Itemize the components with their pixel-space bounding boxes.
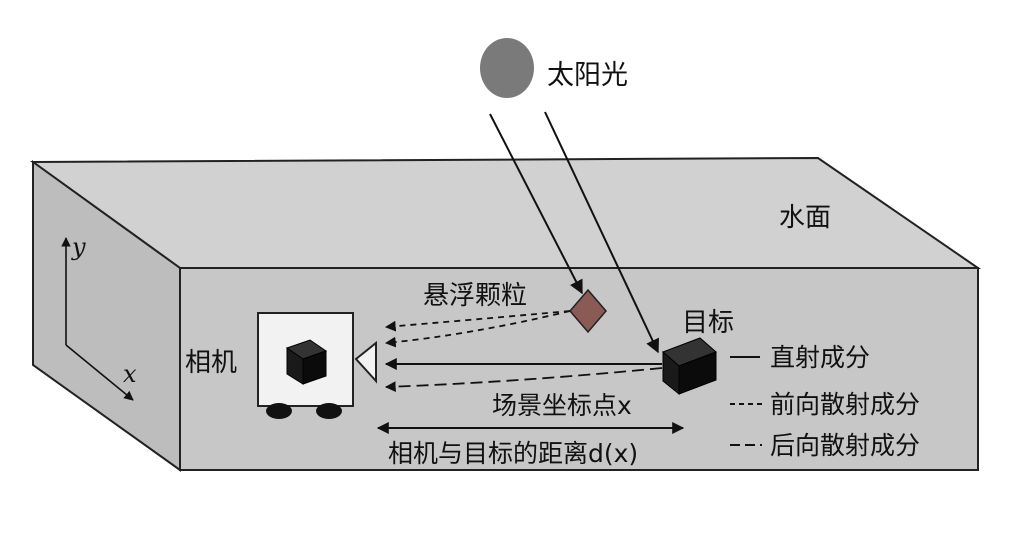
water-surface-top	[29, 156, 982, 269]
sun-icon	[480, 38, 534, 98]
suspended-particle-icon	[569, 288, 607, 334]
camera-icon	[257, 312, 377, 419]
forward-scatter-path-lower	[384, 310, 571, 348]
sunlight-label: 太阳光	[547, 60, 628, 91]
camera-wheel-right	[316, 403, 342, 419]
legend-label-forward: 前向散射成分	[770, 390, 920, 419]
sunlight-ray-to-target	[544, 111, 659, 354]
target-cube-icon	[662, 337, 717, 396]
x-axis-label: x	[123, 360, 137, 388]
backscatter-path	[384, 367, 663, 393]
water-surface-label: 水面	[779, 203, 831, 233]
legend-label-backward: 后向散射成分	[770, 431, 920, 460]
camera-wheel-left	[266, 403, 292, 419]
coordinate-axes: y x	[61, 233, 137, 401]
camera-label: 相机	[185, 348, 237, 378]
target-label: 目标	[682, 308, 734, 338]
water-box-front-face	[179, 267, 979, 471]
sunlight-ray-to-particle	[489, 113, 583, 295]
legend-label-direct: 直射成分	[770, 343, 870, 372]
suspended-particle-label: 悬浮颗粒	[423, 281, 527, 311]
distance-label: 相机与目标的距离d(x)	[388, 439, 638, 468]
camera-lens	[354, 340, 377, 384]
y-axis-label: y	[71, 233, 86, 261]
forward-scatter-path-upper	[384, 310, 571, 332]
legend: 直射成分 前向散射成分 后向散射成分	[730, 343, 920, 460]
x-axis	[65, 344, 134, 401]
water-box	[29, 156, 982, 472]
scene-point-label: 场景坐标点x	[492, 391, 632, 420]
